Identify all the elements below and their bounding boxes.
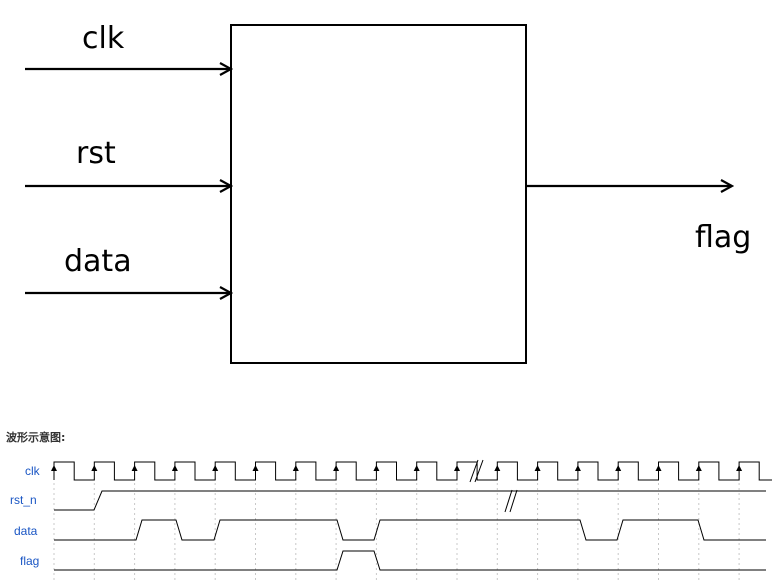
signal-label-rst_n: rst_n — [10, 493, 37, 507]
clk-edge-arrow-7 — [333, 465, 340, 471]
signal-label-data: data — [14, 524, 38, 538]
input-rst-label: rst — [76, 136, 116, 171]
clk-edge-arrow-9 — [413, 465, 420, 471]
output-flag: flag — [526, 186, 751, 255]
clk-edge-arrow-17 — [736, 465, 743, 471]
clk-edge-arrow-2 — [131, 465, 138, 471]
clk-edge-arrow-5 — [252, 465, 259, 471]
clk-edge-arrow-10 — [454, 465, 460, 471]
input-clk-label: clk — [82, 21, 125, 56]
clk-edge-arrow-16 — [695, 465, 702, 471]
clk-edge-arrow-3 — [171, 465, 178, 471]
signal-label-flag: flag — [20, 554, 39, 568]
timing-gridlines — [53, 478, 740, 582]
input-rst: rst — [25, 136, 231, 186]
clk-edge-arrow-6 — [292, 465, 299, 471]
rst_n-waveform — [54, 490, 766, 511]
signal-label-clk: clk — [25, 464, 41, 478]
flag-waveform — [54, 550, 766, 571]
clk-edge-arrow-0 — [51, 465, 57, 471]
module-box — [230, 24, 527, 364]
clk-waveform — [53, 461, 772, 481]
clk-edge-arrow-4 — [212, 465, 219, 471]
input-clk: clk — [25, 21, 231, 69]
clk-edge-arrow-1 — [91, 465, 98, 471]
clk-edge-arrow-11 — [494, 465, 501, 471]
clk-break-mark — [469, 459, 484, 483]
clk-edge-arrow-13 — [574, 465, 581, 471]
input-data: data — [25, 244, 231, 293]
output-flag-label: flag — [695, 220, 751, 255]
clk-edge-arrow-12 — [534, 465, 541, 471]
timing-waveforms — [51, 459, 772, 571]
clk-edge-arrow-14 — [615, 465, 622, 471]
waveform-heading: 波形示意图: — [6, 430, 65, 444]
data-waveform — [54, 519, 766, 541]
clk-edge-arrow-8 — [373, 465, 380, 471]
clk-edge-arrow-15 — [655, 465, 662, 471]
input-data-label: data — [64, 244, 132, 279]
rst_n-break-mark — [504, 489, 518, 513]
